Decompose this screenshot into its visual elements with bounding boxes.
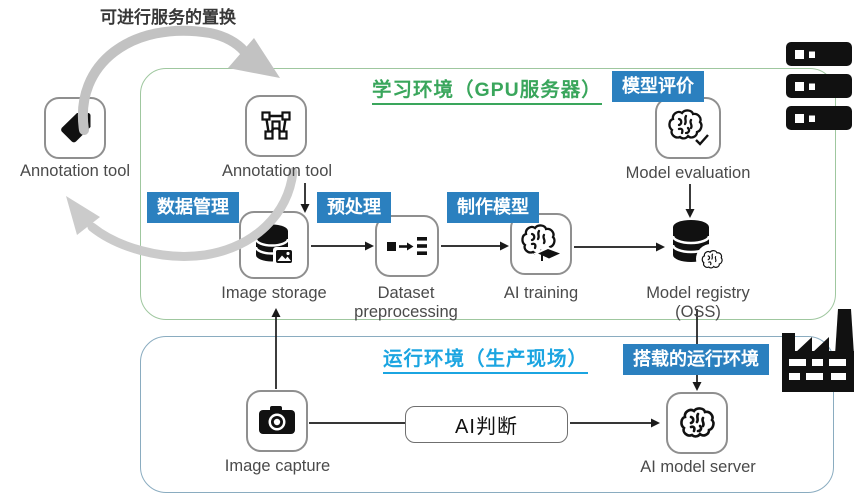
ai-training-label: AI training [503, 284, 579, 302]
model-evaluation-node [655, 97, 721, 159]
image-database-icon [254, 224, 295, 266]
dataset-line2: preprocessing [354, 303, 458, 321]
model-evaluation-label: Model evaluation [625, 164, 751, 182]
annotation-tool-outside-label: Annotation tool [19, 162, 131, 180]
brain-training-icon [521, 224, 564, 261]
polygon-annotation-icon [261, 111, 291, 140]
make-model-tag: 制作模型 [447, 192, 539, 223]
camera-icon [259, 406, 295, 434]
image-capture-node [246, 390, 308, 452]
model-registry-node [666, 216, 728, 278]
ai-training-node [510, 213, 572, 275]
image-storage-label: Image storage [221, 284, 327, 302]
learning-environment-title: 学习环境（GPU服务器） [372, 73, 602, 105]
runtime-environment-box [140, 336, 834, 493]
preprocess-tag: 预处理 [317, 192, 391, 223]
brain-icon [680, 407, 715, 438]
data-management-tag: 数据管理 [147, 192, 239, 223]
annotation-tool-node-outside [44, 97, 106, 159]
runtime-environment-title: 运行环境（生产现场） [383, 342, 589, 374]
factory-icon [768, 303, 864, 395]
ai-model-server-label: AI model server [640, 458, 756, 476]
image-storage-node [239, 211, 309, 279]
model-evaluation-tag: 模型评价 [612, 71, 704, 102]
service-replace-note: 可进行服务的置换 [100, 8, 236, 27]
ai-model-server-node [666, 392, 728, 454]
gpu-server-icon [786, 42, 856, 134]
mounted-runtime-tag: 搭载的运行环境 [623, 344, 769, 375]
brain-check-icon [668, 109, 711, 149]
model-registry-label: Model registry (OSS) [632, 284, 764, 322]
registry-line2: (OSS) [675, 303, 721, 321]
image-capture-label: Image capture [224, 457, 331, 475]
dataset-line1: Dataset [377, 284, 435, 302]
annotation-tool-node-learning [245, 95, 307, 157]
dataset-preprocessing-label: Dataset preprocessing [341, 284, 471, 322]
transform-list-icon [387, 237, 427, 255]
model-database-icon [671, 220, 726, 274]
tag-icon [61, 113, 91, 143]
dataset-preprocessing-node [375, 215, 439, 277]
ai-judgment-box: AI判断 [405, 406, 568, 443]
registry-line1: Model registry [646, 284, 750, 302]
annotation-tool-learning-label: Annotation tool [221, 162, 333, 180]
